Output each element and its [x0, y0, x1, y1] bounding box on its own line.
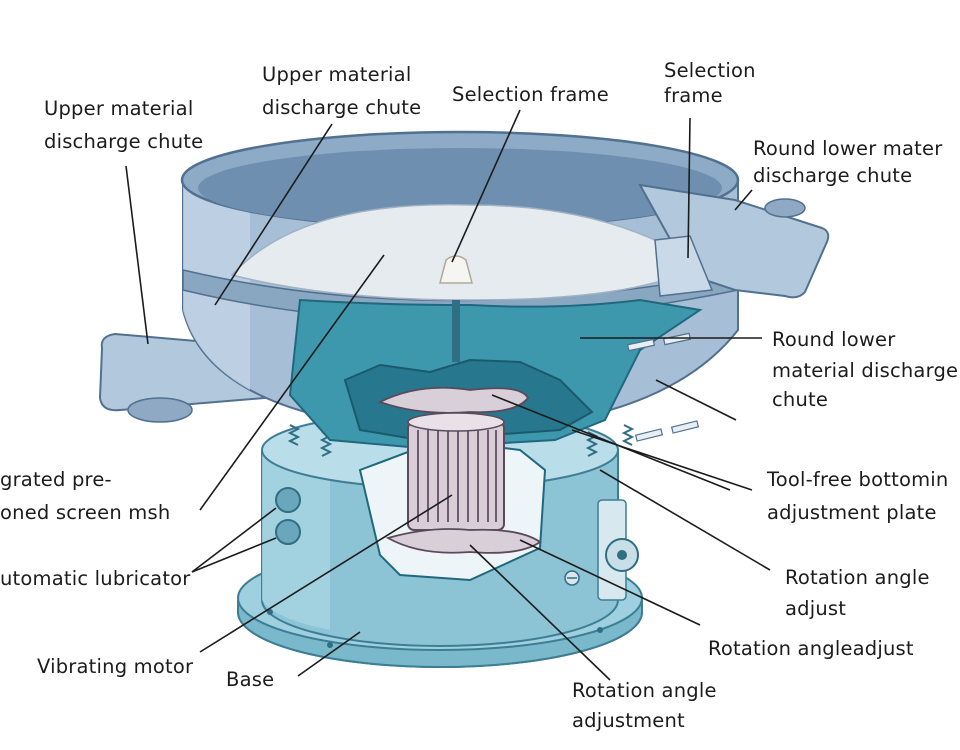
leader-tool-free-2 [571, 429, 753, 491]
leader-screen-mesh [199, 254, 385, 511]
leader-rotation-adjustment [469, 544, 611, 681]
leader-round-lower-mid-2 [655, 379, 737, 421]
label-upper-chute-center: Upper material discharge chute [262, 63, 422, 119]
label-screen-mesh: grated pre- oned screen msh [0, 468, 171, 524]
leader-lubricator-1 [191, 507, 277, 573]
hopper-inner [198, 148, 722, 228]
leader-lines [125, 109, 771, 681]
label-lubricator: utomatic lubricator [0, 567, 191, 590]
center-shaft [452, 300, 460, 362]
leader-selection-frame-right [687, 117, 691, 259]
leader-rotation-angleadjust [519, 539, 701, 626]
eccentric-weight-bottom [385, 528, 542, 554]
leader-vibrating-motor [199, 494, 453, 653]
label-rotation-angle-adjustment: Rotation angle adjustment [572, 679, 717, 732]
label-upper-chute-left: Upper material discharge chute [44, 97, 204, 153]
leader-upper-chute-left [125, 165, 149, 345]
leader-upper-chute-center [214, 123, 333, 306]
label-base: Base [226, 668, 275, 691]
eccentric-weight-top [377, 386, 530, 414]
leader-selection-frame-center [451, 109, 521, 263]
leader-lubricator-2 [191, 537, 277, 573]
label-tool-free: Tool-free bottomin adjustment plate [767, 468, 949, 524]
label-round-lower-mid: Round lower material discharge chute [772, 328, 959, 411]
label-rotation-angleadjust: Rotation angleadjust [708, 637, 914, 660]
label-selection-frame-center: Selection frame [452, 83, 609, 106]
lubricator-port-bottom [275, 519, 301, 545]
leader-round-lower-top [734, 189, 753, 211]
label-rotation-angle-adjust: Rotation angle adjust [785, 566, 930, 620]
label-vibrating-motor: Vibrating motor [37, 655, 194, 678]
cutaway [288, 255, 703, 582]
leader-base [297, 631, 361, 677]
leader-rotation-adjust-1 [599, 469, 771, 571]
lubricator-port-top [275, 487, 301, 513]
label-selection-frame-right: Selection frame [664, 59, 756, 107]
selection-cone [439, 255, 473, 284]
label-round-lower-top: Round lower mater discharge chute [753, 137, 943, 187]
